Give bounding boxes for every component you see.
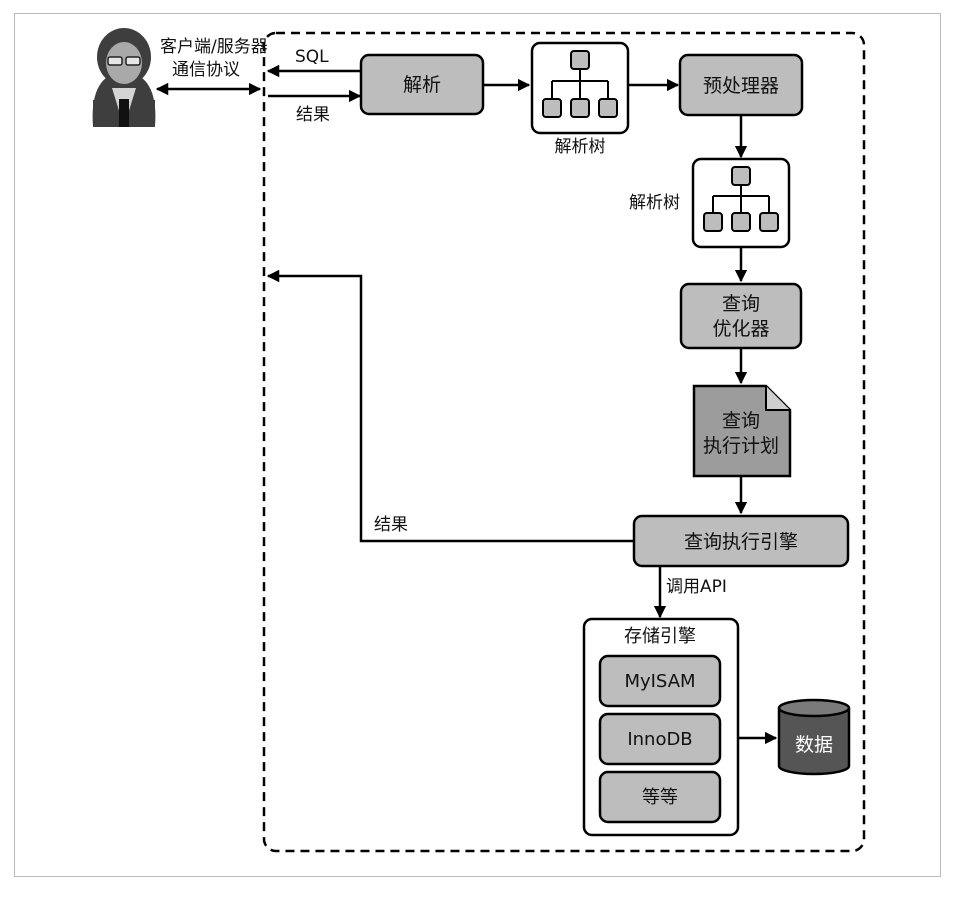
data-label: 数据 — [795, 734, 833, 756]
figure-frame — [14, 13, 941, 877]
storage-item-label: 等等 — [642, 787, 678, 808]
result-return-arrow — [266, 269, 634, 543]
query-engine-label: 查询执行引擎 — [684, 531, 798, 553]
plan-label-line1: 查询 — [722, 410, 760, 432]
parse-tree-icon-1 — [530, 41, 630, 135]
server-boundary — [262, 31, 866, 853]
optimizer-label-line2: 优化器 — [712, 318, 769, 340]
parse-tree-label-2: 解析树 — [629, 193, 680, 213]
sql-label: SQL — [295, 47, 329, 67]
protocol-label-line2: 通信协议 — [172, 60, 240, 80]
storage-item-label: InnoDB — [627, 729, 692, 750]
parser-label: 解析 — [403, 74, 441, 96]
plan-label-line2: 执行计划 — [703, 435, 779, 457]
protocol-label-line1: 客户端/服务器 — [160, 37, 268, 57]
storage-item-innodb — [598, 712, 722, 766]
database-icon — [777, 698, 851, 776]
result-label-return: 结果 — [374, 515, 408, 535]
storage-item-etc — [598, 770, 722, 824]
storage-engine-title: 存储引擎 — [624, 626, 696, 647]
parse-tree-icon-2 — [691, 157, 791, 249]
storage-item-label: MyISAM — [624, 671, 695, 692]
document-fold — [765, 386, 790, 411]
client-user-icon — [92, 28, 156, 127]
storage-item-myisam — [598, 654, 722, 708]
parse-tree-label-1: 解析树 — [555, 137, 606, 157]
result-label-top: 结果 — [296, 105, 330, 125]
call-api-label: 调用API — [666, 577, 727, 597]
preprocessor-label: 预处理器 — [703, 75, 779, 97]
optimizer-label-line1: 查询 — [722, 293, 760, 315]
